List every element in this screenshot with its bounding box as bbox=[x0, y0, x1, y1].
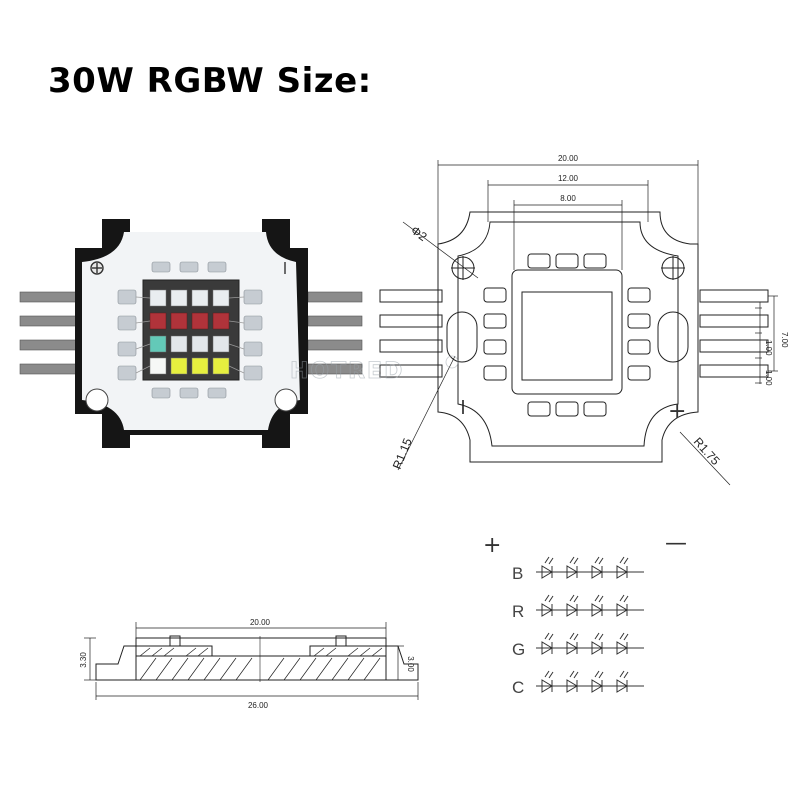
dim-total-length: 26.00 bbox=[248, 701, 269, 710]
diode-icon bbox=[541, 670, 554, 693]
diode-icon bbox=[591, 670, 604, 693]
side-view-base bbox=[135, 655, 387, 681]
diode-icon bbox=[591, 594, 604, 617]
diode-icon bbox=[616, 670, 629, 693]
diode-icon bbox=[566, 556, 579, 579]
mount-hole-right bbox=[274, 388, 298, 412]
diode-icon bbox=[616, 594, 629, 617]
dim-radius-right: R1.75 bbox=[691, 435, 723, 468]
schematic-channel-label: C bbox=[512, 678, 524, 697]
led-module-photo bbox=[19, 219, 363, 448]
dim-pitch-a: 1.00 bbox=[764, 340, 773, 356]
module-leads bbox=[19, 291, 363, 375]
diode-icon bbox=[591, 556, 604, 579]
die-outer bbox=[511, 269, 623, 395]
pcb-polarity-marks bbox=[90, 261, 286, 275]
schematic-minus: — bbox=[665, 531, 687, 556]
side-view-post-right bbox=[335, 635, 347, 647]
schematic-plus: + bbox=[483, 533, 501, 558]
diode-icon bbox=[591, 632, 604, 655]
schematic-row-r: R bbox=[512, 594, 644, 621]
top-view-plus-sign: + bbox=[668, 399, 686, 424]
top-view-dim-lines bbox=[397, 160, 778, 486]
dim-body-width: 20.00 bbox=[250, 618, 271, 627]
top-view-mount-holes bbox=[451, 256, 685, 280]
watermark-registered-icon bbox=[445, 355, 459, 369]
diode-icon bbox=[541, 632, 554, 655]
side-view-hatch bbox=[139, 647, 383, 681]
diode-icon bbox=[566, 594, 579, 617]
side-view-dim-lines bbox=[84, 622, 419, 700]
diode-icon bbox=[616, 556, 629, 579]
side-view-post-left bbox=[169, 635, 181, 647]
diode-icon bbox=[541, 556, 554, 579]
diode-icon bbox=[616, 632, 629, 655]
side-view-pad-right bbox=[309, 645, 387, 657]
top-view-drawing bbox=[379, 160, 778, 486]
side-view-drawing bbox=[84, 622, 419, 700]
die-inner bbox=[521, 291, 613, 381]
dim-height-left: 3.30 bbox=[79, 652, 88, 668]
bond-wires bbox=[135, 296, 245, 374]
dim-radius-left: R1.15 bbox=[390, 436, 415, 471]
dim-pitch-total: 7.00 bbox=[780, 332, 789, 348]
slot-left bbox=[446, 311, 478, 363]
top-view-dim-labels: 20.00 12.00 8.00 Φ2 7.00 1.00 1.00 R1.15… bbox=[390, 154, 789, 471]
led-chip-red-row bbox=[149, 312, 230, 330]
led-chip-white-row bbox=[149, 289, 230, 307]
mount-hole-left bbox=[85, 388, 109, 412]
slot-right bbox=[657, 311, 689, 363]
dim-height-right: 3.00 bbox=[406, 656, 415, 672]
bond-pads bbox=[117, 261, 263, 399]
side-view-pad-left bbox=[135, 645, 213, 657]
diode-icon bbox=[566, 632, 579, 655]
diode-icon bbox=[541, 594, 554, 617]
dim-hole-dia: Φ2 bbox=[408, 223, 430, 244]
dim-pitch-b: 1.00 bbox=[764, 370, 773, 386]
schematic-row-g: G bbox=[512, 632, 644, 659]
dim-width-inner: 8.00 bbox=[560, 194, 576, 203]
diode-icon bbox=[566, 670, 579, 693]
schematic-channel-label: R bbox=[512, 602, 524, 621]
dim-width-mid: 12.00 bbox=[558, 174, 579, 183]
top-view-pads bbox=[483, 253, 651, 417]
dim-width-outer: 20.00 bbox=[558, 154, 579, 163]
schematic-channel-label: B bbox=[512, 564, 523, 583]
top-view-body bbox=[437, 211, 699, 463]
schematic-channel-label: G bbox=[512, 640, 525, 659]
schematic-row-c: C bbox=[512, 670, 644, 697]
side-view-dim-labels: 20.00 26.00 3.30 3.00 bbox=[79, 618, 415, 710]
top-view-frame bbox=[457, 221, 679, 447]
led-chip-mixed-row bbox=[149, 335, 230, 353]
watermark: HOTRED bbox=[290, 359, 404, 384]
page-title: 30W RGBW Size: bbox=[48, 61, 372, 101]
schematic-row-b: B bbox=[512, 556, 644, 583]
